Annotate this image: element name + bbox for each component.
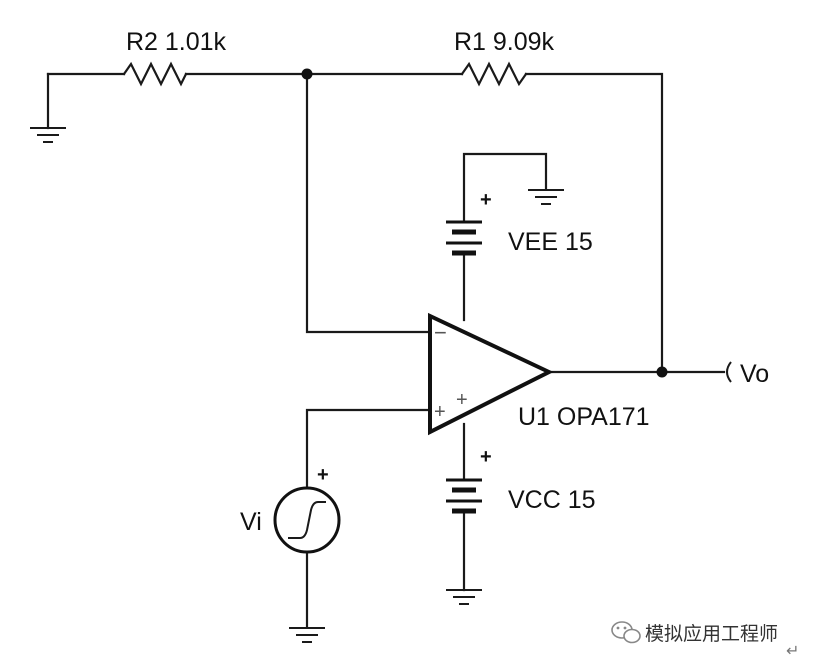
opamp-triangle — [428, 312, 554, 436]
step-waveform-icon — [288, 501, 326, 539]
vcc-plus-sign: + — [480, 446, 492, 468]
watermark-text: 模拟应用工程师 — [645, 623, 778, 645]
junction-dot-output — [656, 366, 668, 378]
opamp-noninverting-sign: + — [434, 401, 446, 423]
resistor-r2 — [122, 61, 188, 87]
battery-vee — [446, 220, 482, 256]
vee-plus-sign: + — [480, 189, 492, 211]
ground-symbol-vcc — [446, 589, 482, 605]
opamp-supply-sign: + — [456, 389, 468, 411]
junction-dot-feedback — [301, 68, 313, 80]
wechat-icon — [611, 621, 641, 644]
resistor-r1 — [460, 61, 528, 87]
opamp-label: U1 OPA171 — [518, 403, 650, 431]
opamp-inverting-sign: − — [434, 320, 447, 345]
output-terminal-icon — [726, 361, 732, 383]
source-plus-sign: + — [317, 464, 329, 486]
wire-noninverting-input — [305, 408, 432, 490]
ground-symbol-r2 — [30, 127, 66, 143]
r1-label: R1 9.09k — [454, 28, 555, 56]
wire-inverting-input — [305, 72, 432, 334]
wires — [46, 72, 726, 628]
ground-symbol-source — [289, 627, 325, 643]
ground-symbol-vee — [528, 189, 564, 205]
battery-vcc — [446, 478, 482, 514]
wire-r1-to-output — [524, 72, 664, 374]
vcc-label: VCC 15 — [508, 486, 596, 514]
output-label: Vo — [740, 360, 769, 388]
signal-source-circle — [273, 486, 341, 554]
r2-label: R2 1.01k — [126, 28, 227, 56]
source-label: Vi — [240, 508, 262, 536]
watermark-return-mark: ↵ — [786, 641, 799, 660]
vee-label: VEE 15 — [508, 228, 593, 256]
wire-vee-to-ground — [462, 152, 548, 224]
